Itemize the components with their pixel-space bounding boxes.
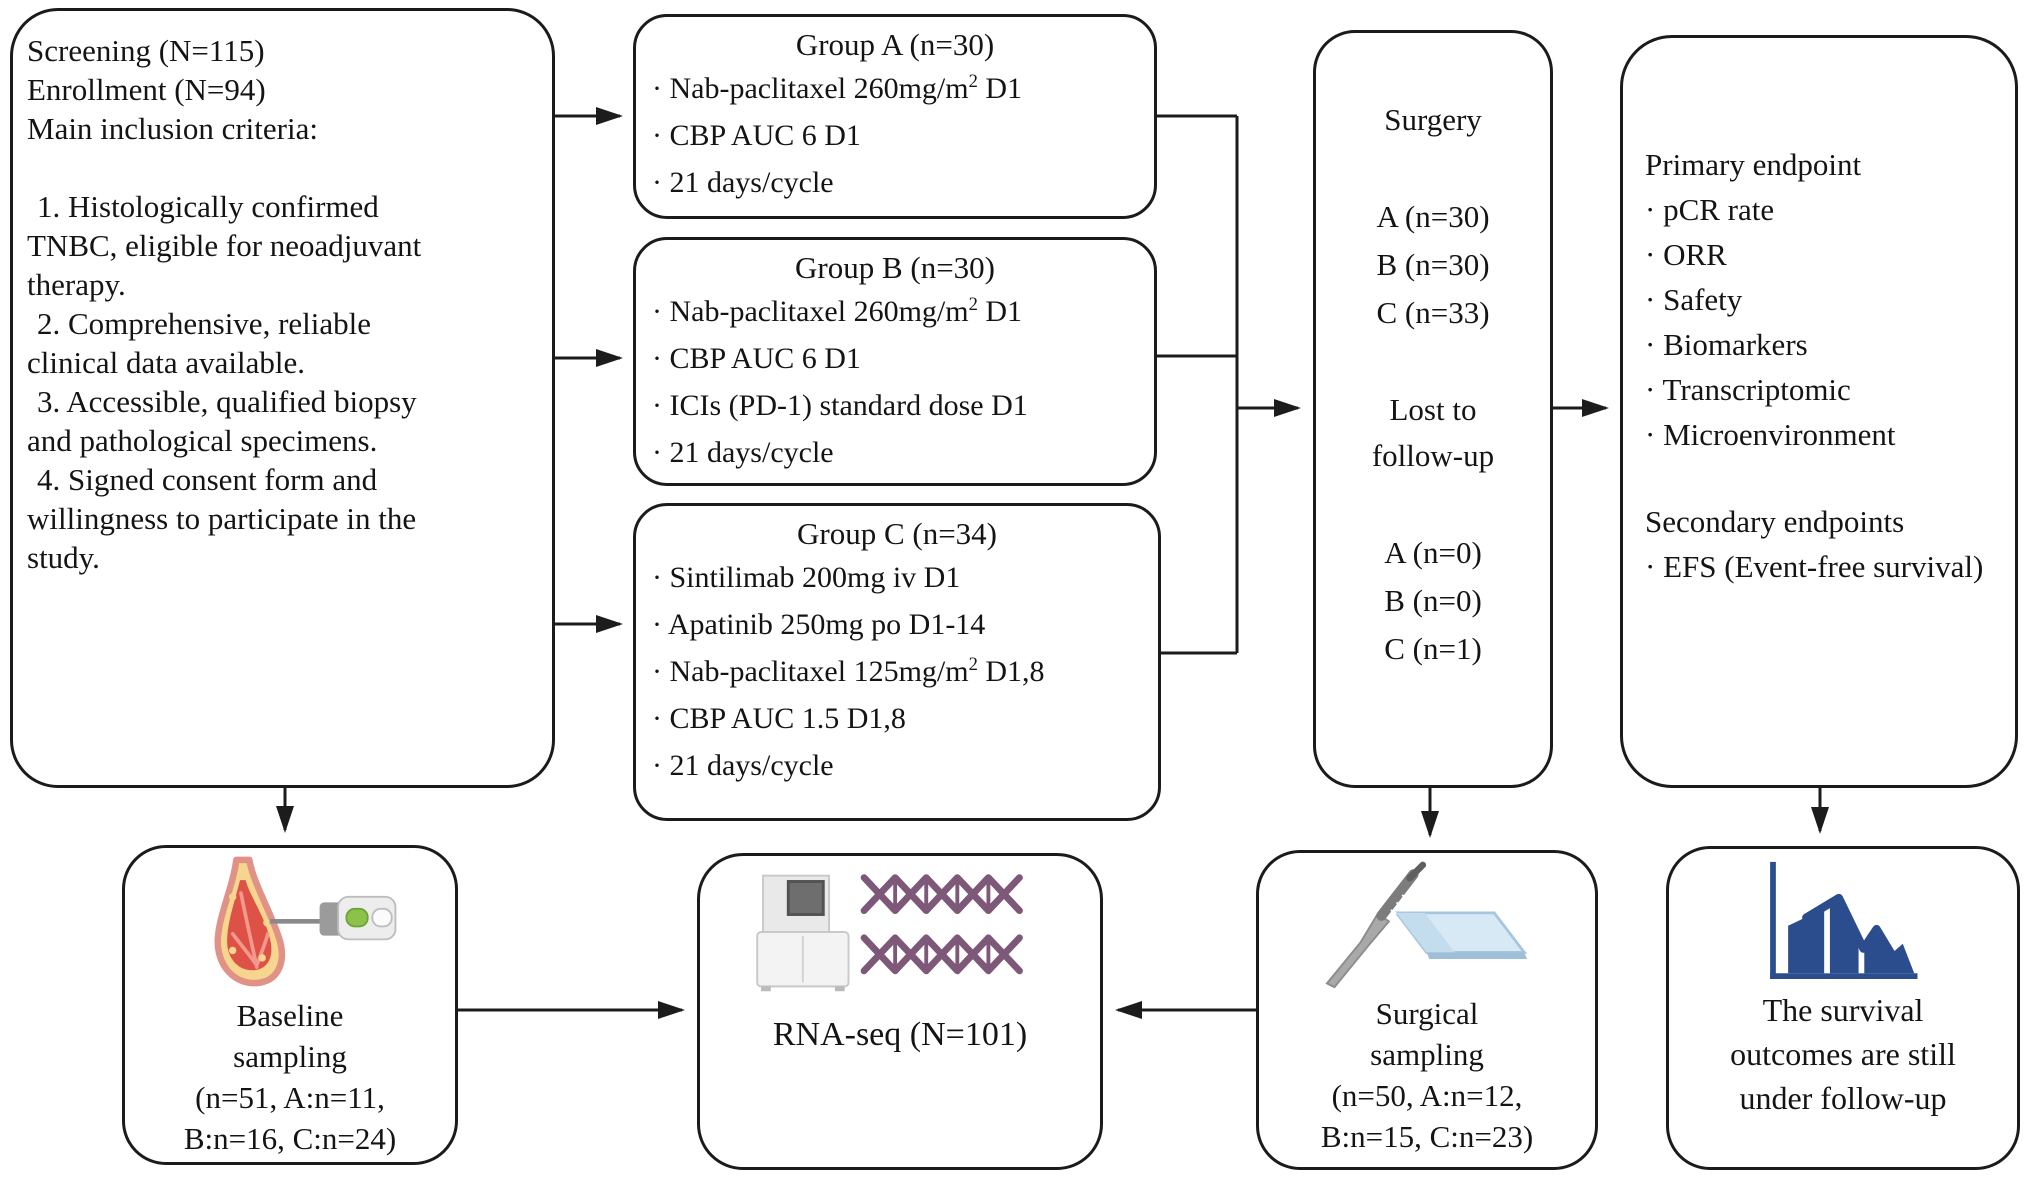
criterion-line: 3. Accessible, qualified biopsy	[37, 384, 417, 419]
surgery-counts: A (n=30) B (n=30) C (n=33)	[1316, 193, 1550, 337]
criterion-line: TNBC, eligible for neoadjuvant	[27, 228, 422, 263]
surgical-line: (n=50, A:n=12,	[1331, 1078, 1523, 1113]
breast-biopsy-icon	[214, 856, 397, 987]
endpoints-box: Primary endpoint · pCR rate · ORR · Safe…	[1620, 35, 2018, 788]
survival-line: under follow-up	[1739, 1080, 1947, 1116]
regimen-item: · 21 days/cycle	[652, 436, 834, 469]
criterion-line: study.	[27, 540, 100, 575]
regimen-item: · Nab-paclitaxel 260mg/m2 D1	[652, 71, 1023, 105]
group-a-box: Group A (n=30) · Nab-paclitaxel 260mg/m2…	[633, 14, 1157, 219]
criterion-line: 2. Comprehensive, reliable	[37, 306, 372, 341]
group-b-title: Group B (n=30)	[794, 250, 996, 285]
surgical-sampling-box: Surgical sampling (n=50, A:n=12, B:n=15,…	[1256, 850, 1598, 1170]
regimen-item: · Nab-paclitaxel 125mg/m2 D1,8	[652, 654, 1045, 688]
group-a-title: Group A (n=30)	[795, 27, 995, 62]
dna-icon	[860, 874, 1023, 975]
lost-to-follow-up-title: Lost to follow-up	[1371, 392, 1495, 473]
surgery-box: Surgery A (n=30) B (n=30) C (n=33) Lost …	[1313, 30, 1553, 788]
surgical-line: B:n=15, C:n=23)	[1320, 1119, 1534, 1154]
rnaseq-box: RNA-seq (N=101)	[697, 853, 1103, 1170]
endpoint-item: · Biomarkers	[1645, 327, 1808, 362]
baseline-line: Baseline	[236, 998, 344, 1033]
baseline-line: (n=51, A:n=11,	[195, 1080, 385, 1115]
criterion-line: clinical data available.	[27, 345, 305, 380]
lost-count-c: C (n=1)	[1384, 631, 1482, 666]
regimen-item: · 21 days/cycle	[652, 166, 834, 199]
rnaseq-label: RNA-seq (N=101)	[772, 1016, 1028, 1053]
endpoint-item: · pCR rate	[1645, 192, 1775, 227]
criterion-line: therapy.	[27, 267, 126, 302]
regimen-item: · ICIs (PD-1) standard dose D1	[652, 389, 1028, 422]
scalpel-icon	[1324, 861, 1426, 989]
surgery-count-b: B (n=30)	[1376, 247, 1490, 282]
criterion-line: and pathological specimens.	[27, 423, 378, 458]
endpoint-item: · Safety	[1645, 282, 1743, 317]
criterion-line: willingness to participate in the	[27, 501, 417, 536]
sequencer-icon	[756, 874, 850, 992]
surgical-line: Surgical	[1375, 996, 1479, 1031]
endpoint-item: · ORR	[1645, 237, 1727, 272]
endpoint-item: · EFS (Event-free survival)	[1645, 549, 1984, 584]
spacer	[27, 148, 544, 187]
endpoint-item: · Microenvironment	[1645, 417, 1896, 452]
primary-endpoint-title: Primary endpoint	[1645, 147, 1862, 182]
group-b-box: Group B (n=30) · Nab-paclitaxel 260mg/m2…	[633, 237, 1157, 486]
survival-line: The survival	[1762, 992, 1924, 1028]
regimen-item: · Apatinib 250mg po D1-14	[652, 608, 986, 641]
spacer	[1645, 457, 2009, 499]
baseline-line: B:n=16, C:n=24)	[183, 1121, 397, 1156]
endpoint-item: · Transcriptomic	[1645, 372, 1851, 407]
group-c-box: Group C (n=34) · Sintilimab 200mg iv D1 …	[633, 503, 1161, 821]
secondary-endpoints-title: Secondary endpoints	[1645, 504, 1905, 539]
lost-count-b: B (n=0)	[1384, 583, 1482, 618]
regimen-item: · CBP AUC 1.5 D1,8	[652, 702, 906, 735]
surgery-title: Surgery	[1384, 102, 1482, 137]
baseline-sampling-box: Baseline sampling (n=51, A:n=11, B:n=16,…	[122, 845, 458, 1165]
inclusion-criteria-box: Screening (N=115) Enrollment (N=94) Main…	[10, 8, 555, 788]
surgery-count-c: C (n=33)	[1376, 295, 1490, 330]
lost-counts: A (n=0) B (n=0) C (n=1)	[1316, 529, 1550, 673]
surgical-line: sampling	[1370, 1037, 1484, 1072]
criterion-line: 4. Signed consent form and	[37, 462, 378, 497]
slide-icon	[1393, 911, 1527, 959]
enrollment-count: Enrollment (N=94)	[27, 72, 266, 107]
sequencer-and-dna-icon	[756, 874, 1023, 992]
regimen-item: · CBP AUC 6 D1	[652, 119, 861, 152]
criteria-heading: Main inclusion criteria:	[27, 111, 318, 146]
baseline-line: sampling	[233, 1039, 347, 1074]
criterion-line: 1. Histologically confirmed	[37, 189, 379, 224]
screening-count: Screening (N=115)	[27, 33, 265, 68]
regimen-item: · 21 days/cycle	[652, 749, 834, 782]
regimen-item: · Sintilimab 200mg iv D1	[652, 561, 961, 594]
survival-line: outcomes are still	[1730, 1036, 1956, 1072]
survival-chart-icon	[1770, 861, 1918, 979]
scalpel-and-slide-icon	[1324, 861, 1527, 989]
regimen-item: · Nab-paclitaxel 260mg/m2 D1	[652, 294, 1023, 328]
group-c-title: Group C (n=34)	[796, 516, 998, 551]
lost-count-a: A (n=0)	[1384, 535, 1482, 570]
regimen-item: · CBP AUC 6 D1	[652, 342, 861, 375]
surgery-count-a: A (n=30)	[1376, 199, 1490, 234]
survival-outcomes-box: The survival outcomes are still under fo…	[1666, 846, 2020, 1170]
